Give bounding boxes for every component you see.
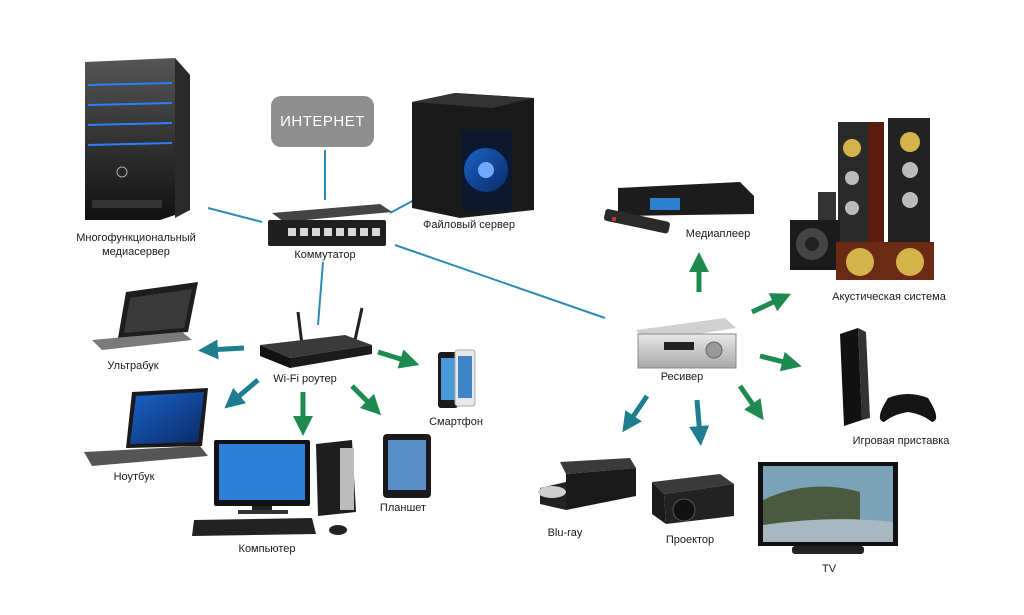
label-projector: Проектор [665, 534, 715, 546]
notebook-icon [84, 388, 208, 466]
game-console-icon [840, 328, 937, 426]
cable-switch-router [317, 261, 324, 326]
ultrabook-icon [92, 282, 198, 350]
label-receiver: Ресивер [660, 371, 704, 383]
label-ultrabook: Ультрабук [107, 360, 159, 372]
tablet-icon [383, 434, 431, 498]
arrow-receiver-projector [689, 399, 710, 446]
label-file-server: Файловый сервер [423, 219, 515, 231]
arrow-router-notebook [224, 378, 260, 409]
projector-icon [652, 474, 734, 524]
cables [207, 150, 606, 326]
arrow-router-smartphone [377, 349, 420, 369]
arrow-receiver-bluray [622, 394, 650, 433]
label-bluray: Blu-ray [547, 527, 583, 539]
label-tablet: Планшет [379, 502, 427, 514]
label-wifi-router: Wi-Fi роутер [273, 373, 337, 385]
cable-switch-receiver [394, 244, 606, 319]
arrow-receiver-speakers [750, 293, 792, 315]
label-media-player: Медиаплеер [685, 228, 751, 240]
cable-mediaserver-switch [207, 207, 263, 223]
label-smartphone: Смартфон [429, 416, 483, 428]
media-server-icon [85, 58, 190, 220]
label-notebook: Ноутбук [113, 471, 155, 483]
label-switch: Коммутатор [294, 249, 356, 261]
label-media-server: Многофункциональный медиасервер [76, 232, 196, 258]
computer-icon [192, 440, 356, 536]
internet-box: ИНТЕРНЕТ [271, 96, 374, 147]
switch-icon [268, 204, 392, 246]
file-server-icon [412, 93, 534, 218]
wifi-router-icon [260, 307, 372, 368]
tv-icon [758, 462, 898, 554]
label-speakers: Акустическая система [832, 291, 946, 303]
arrow-receiver-tv [737, 384, 764, 421]
media-player-icon [604, 182, 754, 234]
smartphone-icon [438, 349, 476, 408]
receiver-icon [636, 318, 737, 369]
arrow-router-tablet [350, 384, 382, 416]
bluray-icon [538, 458, 636, 510]
arrows [198, 252, 802, 446]
label-computer: Компьютер [238, 543, 296, 555]
label-tv: TV [821, 563, 837, 575]
arrow-receiver-console [759, 351, 802, 372]
arrow-router-ultrabook [198, 339, 245, 360]
speakers-icon [790, 118, 934, 280]
label-game-console: Игровая приставка [852, 435, 950, 447]
